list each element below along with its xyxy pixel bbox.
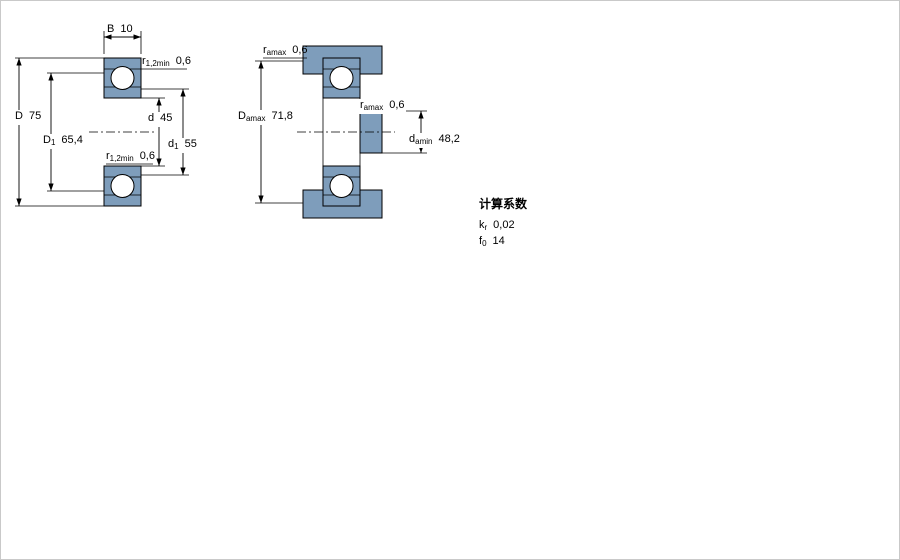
ball-top [329,66,354,90]
right-figure-abutment-section [255,45,427,219]
ball-top [110,66,135,90]
ball-bottom [329,174,354,198]
left-figure-bearing-section [15,31,189,207]
calculation-factors-heading: 计算系数 [479,197,528,211]
ball-bottom [110,174,135,198]
